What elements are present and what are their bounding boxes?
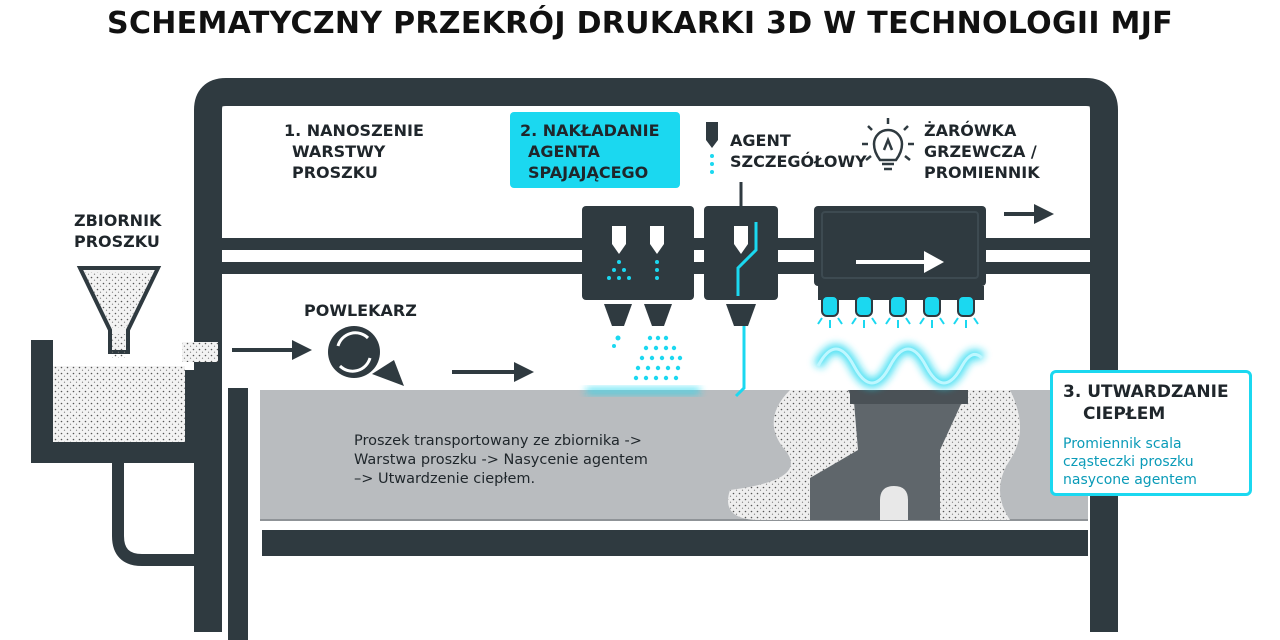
label-step2-binding-agent: 2. NAKŁADANIE AGENTA SPAJAJĄCEGO bbox=[520, 121, 660, 182]
rotate-icon bbox=[328, 326, 404, 386]
printer-frame bbox=[194, 78, 1118, 632]
label-detailing-agent: AGENT SZCZEGÓŁOWY bbox=[730, 131, 867, 171]
nozzle-icon bbox=[604, 304, 632, 326]
process-description: Proszek transportowany ze zbiornika -> W… bbox=[354, 433, 648, 487]
agent-spray bbox=[612, 335, 683, 381]
heater-lamps bbox=[821, 295, 975, 317]
step2-highlight-box bbox=[510, 112, 680, 188]
label-recoater: POWLEKARZ bbox=[304, 301, 417, 320]
nozzle-icon bbox=[706, 122, 718, 174]
powder-tank bbox=[31, 340, 207, 463]
frame-inner-column bbox=[228, 388, 248, 640]
step3-title: 3. UTWARDZANIE CIEPŁEM bbox=[1063, 382, 1229, 424]
label-heating-lamp: ŻARÓWKA GRZEWCZA / PROMIENNIK bbox=[924, 121, 1040, 182]
binding-agent-printhead bbox=[582, 206, 694, 300]
arrow-right-icon bbox=[452, 362, 534, 382]
page-title: SCHEMATYCZNY PRZEKRÓJ DRUKARKI 3D W TECH… bbox=[107, 6, 1173, 41]
nozzle-icon bbox=[644, 304, 672, 326]
agent-deposit bbox=[586, 388, 700, 394]
arrow-right-icon bbox=[232, 340, 312, 360]
heating-carriage bbox=[814, 206, 986, 286]
step3-info-box: 3. UTWARDZANIE CIEPŁEM Promiennik scala … bbox=[1050, 370, 1252, 496]
frame-bottom-bar bbox=[262, 530, 1088, 556]
label-step1-powder-layer: 1. NANOSZENIE WARSTWY PROSZKU bbox=[284, 121, 424, 182]
nozzle-icon bbox=[726, 304, 756, 326]
arrow-right-icon bbox=[1004, 204, 1054, 224]
printed-part bbox=[810, 390, 968, 520]
label-powder-tank: ZBIORNIK PROSZKU bbox=[74, 211, 162, 251]
bulb-icon bbox=[862, 118, 914, 171]
step3-description: Promiennik scala cząsteczki proszku nasy… bbox=[1063, 436, 1197, 488]
arrow-right-icon bbox=[856, 251, 944, 273]
tank-tube bbox=[112, 460, 220, 566]
